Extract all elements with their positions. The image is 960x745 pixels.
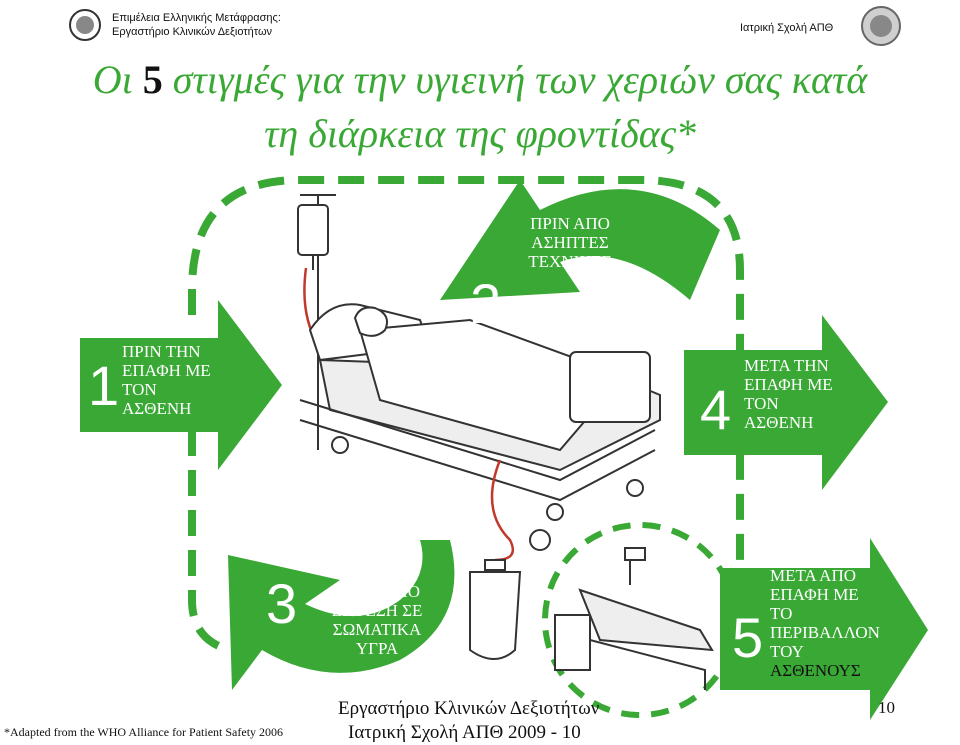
arrow-3 (228, 540, 455, 690)
university-seal-icon (69, 9, 101, 41)
moment-5-line: ΑΣΘΕΝΟΥΣ (770, 661, 861, 680)
moment-3-line: ΕΚΘΕΣΗ ΣΕ (331, 601, 423, 620)
moment-1-line: ΑΣΘΕΝΗ (122, 399, 192, 418)
page-title: Οι 5 στιγμές για την υγιεινή των χεριών … (0, 56, 960, 104)
moment-5-line: ΕΠΑΦΗ ΜΕ (770, 585, 859, 604)
empty-bed (554, 547, 714, 690)
logo-line-2: Εργαστήριο Κλινικών Δεξιοτήτων (112, 26, 273, 38)
moment-4-line: ΤΟΝ (744, 394, 779, 413)
moment-3-line: ΜΕΤΑ ΑΠΟ (333, 582, 420, 601)
moment-1-number: 1 (88, 354, 120, 417)
moment-2-label: ΠΡΙΝ ΑΠΟ ΑΣΗΠΤΕΣ ΤΕΧΝΙΚΕΣ (510, 214, 630, 271)
left-logo: Επιμέλεια Ελληνικής Μετάφρασης: Εργαστήρ… (68, 8, 428, 44)
moment-5-label: ΜΕΤΑ ΑΠΟ ΕΠΑΦΗ ΜΕ ΤΟ ΠΕΡΙΒΑΛΛΟΝ ΤΟΥ ΑΣΘΕ… (770, 566, 880, 680)
coin-logo-icon (861, 6, 901, 46)
dashed-loop-bottom (188, 430, 232, 654)
title-prefix: Οι (92, 57, 133, 102)
moment-4-line: ΑΣΘΕΝΗ (744, 413, 814, 432)
moment-5-line: ΤΟ (770, 604, 793, 623)
arrow-5 (720, 538, 928, 720)
arrow-4 (684, 315, 888, 490)
moment-2-line: ΑΣΗΠΤΕΣ (531, 233, 609, 252)
drain-tube (490, 459, 515, 562)
moment-3-line: ΥΓΡΑ (355, 639, 399, 658)
moment-5-line: ΜΕΤΑ ΑΠΟ (770, 566, 857, 585)
moment-2-number: 2 (470, 272, 502, 335)
moment-1-label: ΠΡΙΝ ΤΗΝ ΕΠΑΦΗ ΜΕ ΤΟΝ ΑΣΘΕΝΗ (122, 342, 211, 418)
moment-1-line: ΠΡΙΝ ΤΗΝ (122, 342, 201, 361)
footer-lab: Εργαστήριο Κλινικών Δεξιοτήτων (338, 698, 600, 719)
title-number: 5 (142, 57, 163, 102)
moment-5-line: ΤΟΥ (770, 642, 804, 661)
page-subtitle: τη διάρκεια της φροντίδας* (264, 111, 696, 156)
title-line1: στιγμές για την υγιεινή των χεριών σας κ… (172, 57, 868, 102)
page-number: 10 (878, 698, 895, 717)
adapted-note: *Adapted from the WHO Alliance for Patie… (4, 725, 284, 739)
arrow-1 (80, 300, 282, 470)
moment-5-line: ΠΕΡΙΒΑΛΛΟΝ (770, 623, 880, 642)
moment-5-number: 5 (732, 606, 764, 669)
arrow-2 (440, 180, 720, 300)
moment-4-line: ΕΠΑΦΗ ΜΕ (744, 375, 833, 394)
moment-4-label: ΜΕΤΑ ΤΗΝ ΕΠΑΦΗ ΜΕ ΤΟΝ ΑΣΘΕΝΗ (744, 356, 833, 432)
logo-line-1: Επιμέλεια Ελληνικής Μετάφρασης: (112, 12, 281, 24)
right-logo-text: Ιατρική Σχολή ΑΠΘ (740, 22, 834, 34)
moment-3-label: ΜΕΤΑ ΑΠΟ ΕΚΘΕΣΗ ΣΕ ΣΩΜΑΤΙΚΑ ΥΓΡΑ (318, 582, 436, 658)
dashed-loop (188, 176, 744, 565)
footer-school: Ιατρική Σχολή ΑΠΘ 2009 - 10 (348, 722, 581, 743)
moment-3-number: 3 (266, 572, 298, 635)
moment-2-line: ΤΕΧΝΙΚΕΣ (528, 252, 612, 271)
moment-4-number: 4 (700, 378, 732, 441)
moment-2-line: ΠΡΙΝ ΑΠΟ (530, 214, 610, 233)
hospital-bed (299, 303, 661, 551)
moment-1-line: ΤΟΝ (122, 380, 157, 399)
moment-1-line: ΕΠΑΦΗ ΜΕ (122, 361, 211, 380)
moment-4-line: ΜΕΤΑ ΤΗΝ (744, 356, 829, 375)
moment-3-line: ΣΩΜΑΤΙΚΑ (332, 620, 422, 639)
drainage-bag (469, 559, 522, 660)
